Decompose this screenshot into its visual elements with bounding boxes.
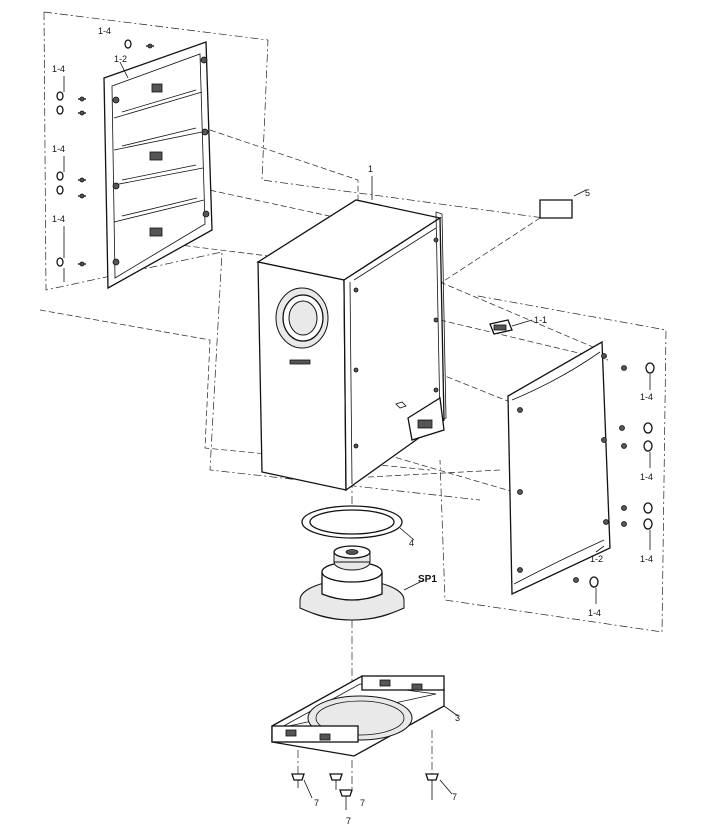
label-plate-5: 5 [585, 188, 590, 198]
screw-l3 [56, 171, 86, 183]
label-front-panel: 1-2 [114, 54, 127, 64]
screw-l2 [56, 105, 86, 116]
leader-lines [119, 61, 605, 799]
label-screw-left-4: 1-4 [52, 214, 65, 224]
speaker-ring [301, 505, 403, 539]
woofer [299, 545, 405, 621]
label-rear-clip: 1-1 [534, 315, 547, 325]
screw-1-4-top [124, 39, 154, 49]
label-screw-right-1: 1-4 [640, 392, 653, 402]
label-woofer: SP1 [418, 574, 437, 585]
label-foot-4: 7 [452, 792, 457, 802]
label-screw-right-4: 1-4 [588, 608, 601, 618]
labels: 1 5 1-2 1-1 1-2 4 SP1 3 7 7 7 7 1-4 1-4 … [52, 26, 653, 826]
screw-r1 [621, 362, 655, 374]
label-screw-left-1: 1-4 [98, 26, 111, 36]
label-side-panel: 1-2 [590, 554, 603, 564]
screw-l5 [56, 257, 86, 267]
label-screw-left-2: 1-4 [52, 64, 65, 74]
rear-clip [489, 319, 513, 335]
screw-l1 [56, 91, 86, 102]
label-cabinet: 1 [368, 164, 373, 174]
screw-r6 [573, 576, 599, 588]
label-screw-right-2: 1-4 [640, 472, 653, 482]
label-ring: 4 [409, 538, 414, 548]
label-foot-3: 7 [346, 816, 351, 826]
label-foot-1: 7 [314, 798, 319, 808]
cabinet [256, 199, 447, 492]
foot-2 [329, 773, 343, 790]
screw-r3 [621, 440, 653, 452]
foot-3 [339, 789, 353, 810]
screw-r4 [621, 502, 653, 514]
front-grille-panel [103, 41, 213, 290]
foot-1 [291, 773, 305, 788]
left-screws [56, 39, 154, 282]
right-screws [573, 362, 655, 604]
label-base: 3 [455, 713, 460, 723]
label-screw-left-3: 1-4 [52, 144, 65, 154]
screw-l4 [56, 185, 86, 199]
screw-r2 [619, 422, 653, 434]
label-foot-2: 7 [360, 798, 365, 808]
screw-r5 [621, 518, 653, 530]
feet [291, 773, 439, 810]
label-screw-right-3: 1-4 [640, 554, 653, 564]
foot-4 [425, 773, 439, 800]
side-panel [507, 340, 611, 596]
label-plate [539, 199, 573, 219]
base-stand [271, 675, 445, 757]
